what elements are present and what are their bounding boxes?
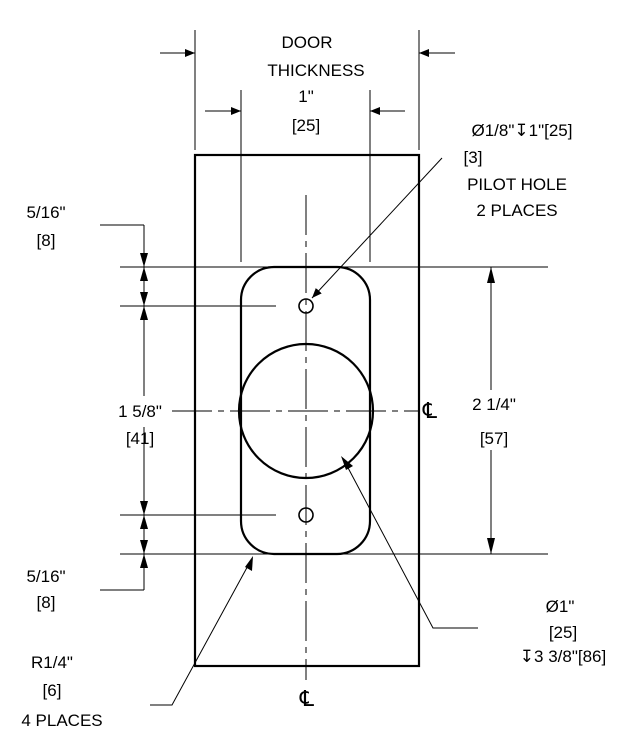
arrow-bottom-offset-up bbox=[140, 554, 148, 568]
centerline-symbol-right: ℄ bbox=[422, 399, 438, 424]
leader-corner-radius bbox=[150, 561, 251, 706]
door-thickness-metric: [25] bbox=[292, 116, 320, 135]
corner-radius-metric: [6] bbox=[43, 681, 62, 700]
pilot-hole-line1: PILOT HOLE bbox=[467, 175, 567, 194]
door-thickness-line1: DOOR bbox=[282, 33, 333, 52]
arrow-hole-top-down bbox=[140, 292, 148, 306]
main-bore-imperial: Ø1" bbox=[546, 597, 575, 616]
arrow-main-bore bbox=[341, 456, 353, 470]
hole-spacing-metric: [41] bbox=[126, 429, 154, 448]
top-offset-imperial: 5/16" bbox=[26, 203, 65, 222]
pilot-hole-line2: 2 PLACES bbox=[476, 201, 557, 220]
leader-pilot-hole bbox=[311, 157, 443, 299]
arrow-hole-bottom-down bbox=[140, 501, 148, 515]
hole-spacing-imperial: 1 5/8" bbox=[118, 402, 162, 421]
arrow-top-offset-down bbox=[140, 253, 148, 267]
centerline-symbol-bottom: ℄ bbox=[299, 687, 315, 712]
bottom-offset-imperial: 5/16" bbox=[26, 567, 65, 586]
arrow-hole-bottom-up bbox=[140, 515, 148, 529]
pilot-hole-spec: Ø1/8"↧1"[25] bbox=[472, 121, 573, 140]
leader-main-bore bbox=[345, 463, 478, 629]
door-thickness-imperial: 1" bbox=[298, 87, 314, 106]
bottom-offset-metric: [8] bbox=[37, 593, 56, 612]
pilot-hole-metric: [3] bbox=[464, 148, 483, 167]
overall-height-metric: [57] bbox=[480, 429, 508, 448]
corner-radius-note: 4 PLACES bbox=[21, 711, 102, 730]
top-offset-metric: [8] bbox=[37, 231, 56, 250]
arrow-height-bottom bbox=[487, 538, 495, 554]
main-bore-metric: [25] bbox=[549, 623, 577, 642]
door-thickness-line2: THICKNESS bbox=[267, 61, 364, 80]
arrow-hole-top-up bbox=[140, 306, 148, 320]
arrow-bottom-offset-down bbox=[140, 540, 148, 554]
arrow-corner-radius bbox=[245, 556, 253, 571]
overall-height-imperial: 2 1/4" bbox=[472, 395, 516, 414]
arrow-height-top bbox=[487, 267, 495, 283]
corner-radius-imperial: R1/4" bbox=[31, 653, 73, 672]
main-bore-depth: ↧3 3/8"[86] bbox=[520, 647, 606, 666]
arrow-top-offset-up bbox=[140, 267, 148, 281]
